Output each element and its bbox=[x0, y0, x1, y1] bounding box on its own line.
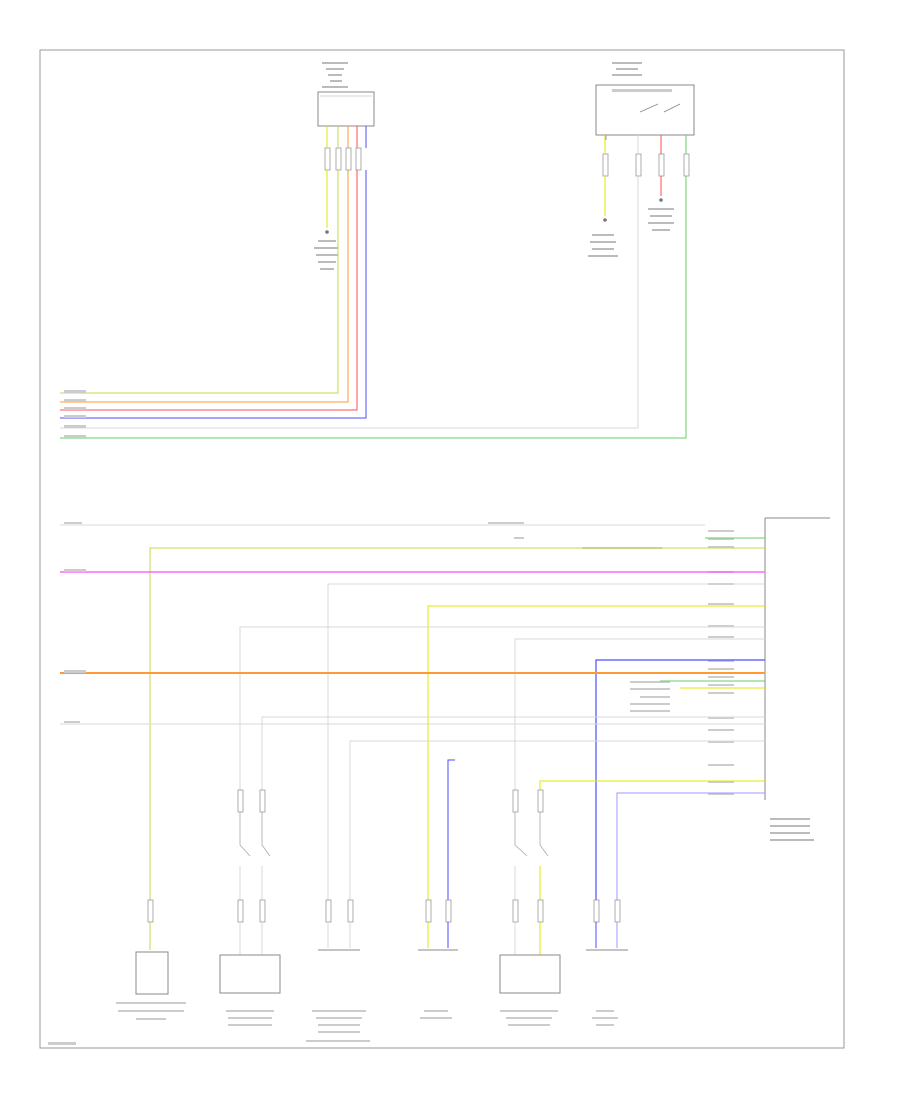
top-right-switch-label bbox=[612, 62, 642, 76]
bottom-component-4 bbox=[418, 899, 458, 1019]
footer-code bbox=[48, 1042, 76, 1045]
top-right-switch bbox=[588, 62, 695, 257]
bottom-component-1 bbox=[116, 899, 186, 1020]
top-left-ground-label bbox=[314, 240, 338, 270]
module-pin-labels bbox=[708, 530, 734, 795]
bottom-component-2 bbox=[219, 789, 281, 1026]
diagram-border bbox=[39, 49, 845, 1049]
lower-harness bbox=[60, 522, 765, 900]
bottom-component-3 bbox=[306, 899, 370, 1042]
switch-icon bbox=[499, 954, 561, 994]
bottom-component-5 bbox=[499, 789, 561, 1026]
upper-harness bbox=[60, 126, 687, 439]
switch-icon bbox=[219, 954, 281, 994]
top-left-module-label bbox=[322, 62, 348, 88]
top-left-module bbox=[314, 62, 375, 270]
sensor-icon bbox=[135, 951, 169, 995]
bottom-component-6 bbox=[586, 899, 628, 1026]
top-left-module-body bbox=[317, 91, 375, 127]
right-control-module-label bbox=[770, 818, 814, 841]
top-right-ground-label bbox=[588, 208, 674, 257]
